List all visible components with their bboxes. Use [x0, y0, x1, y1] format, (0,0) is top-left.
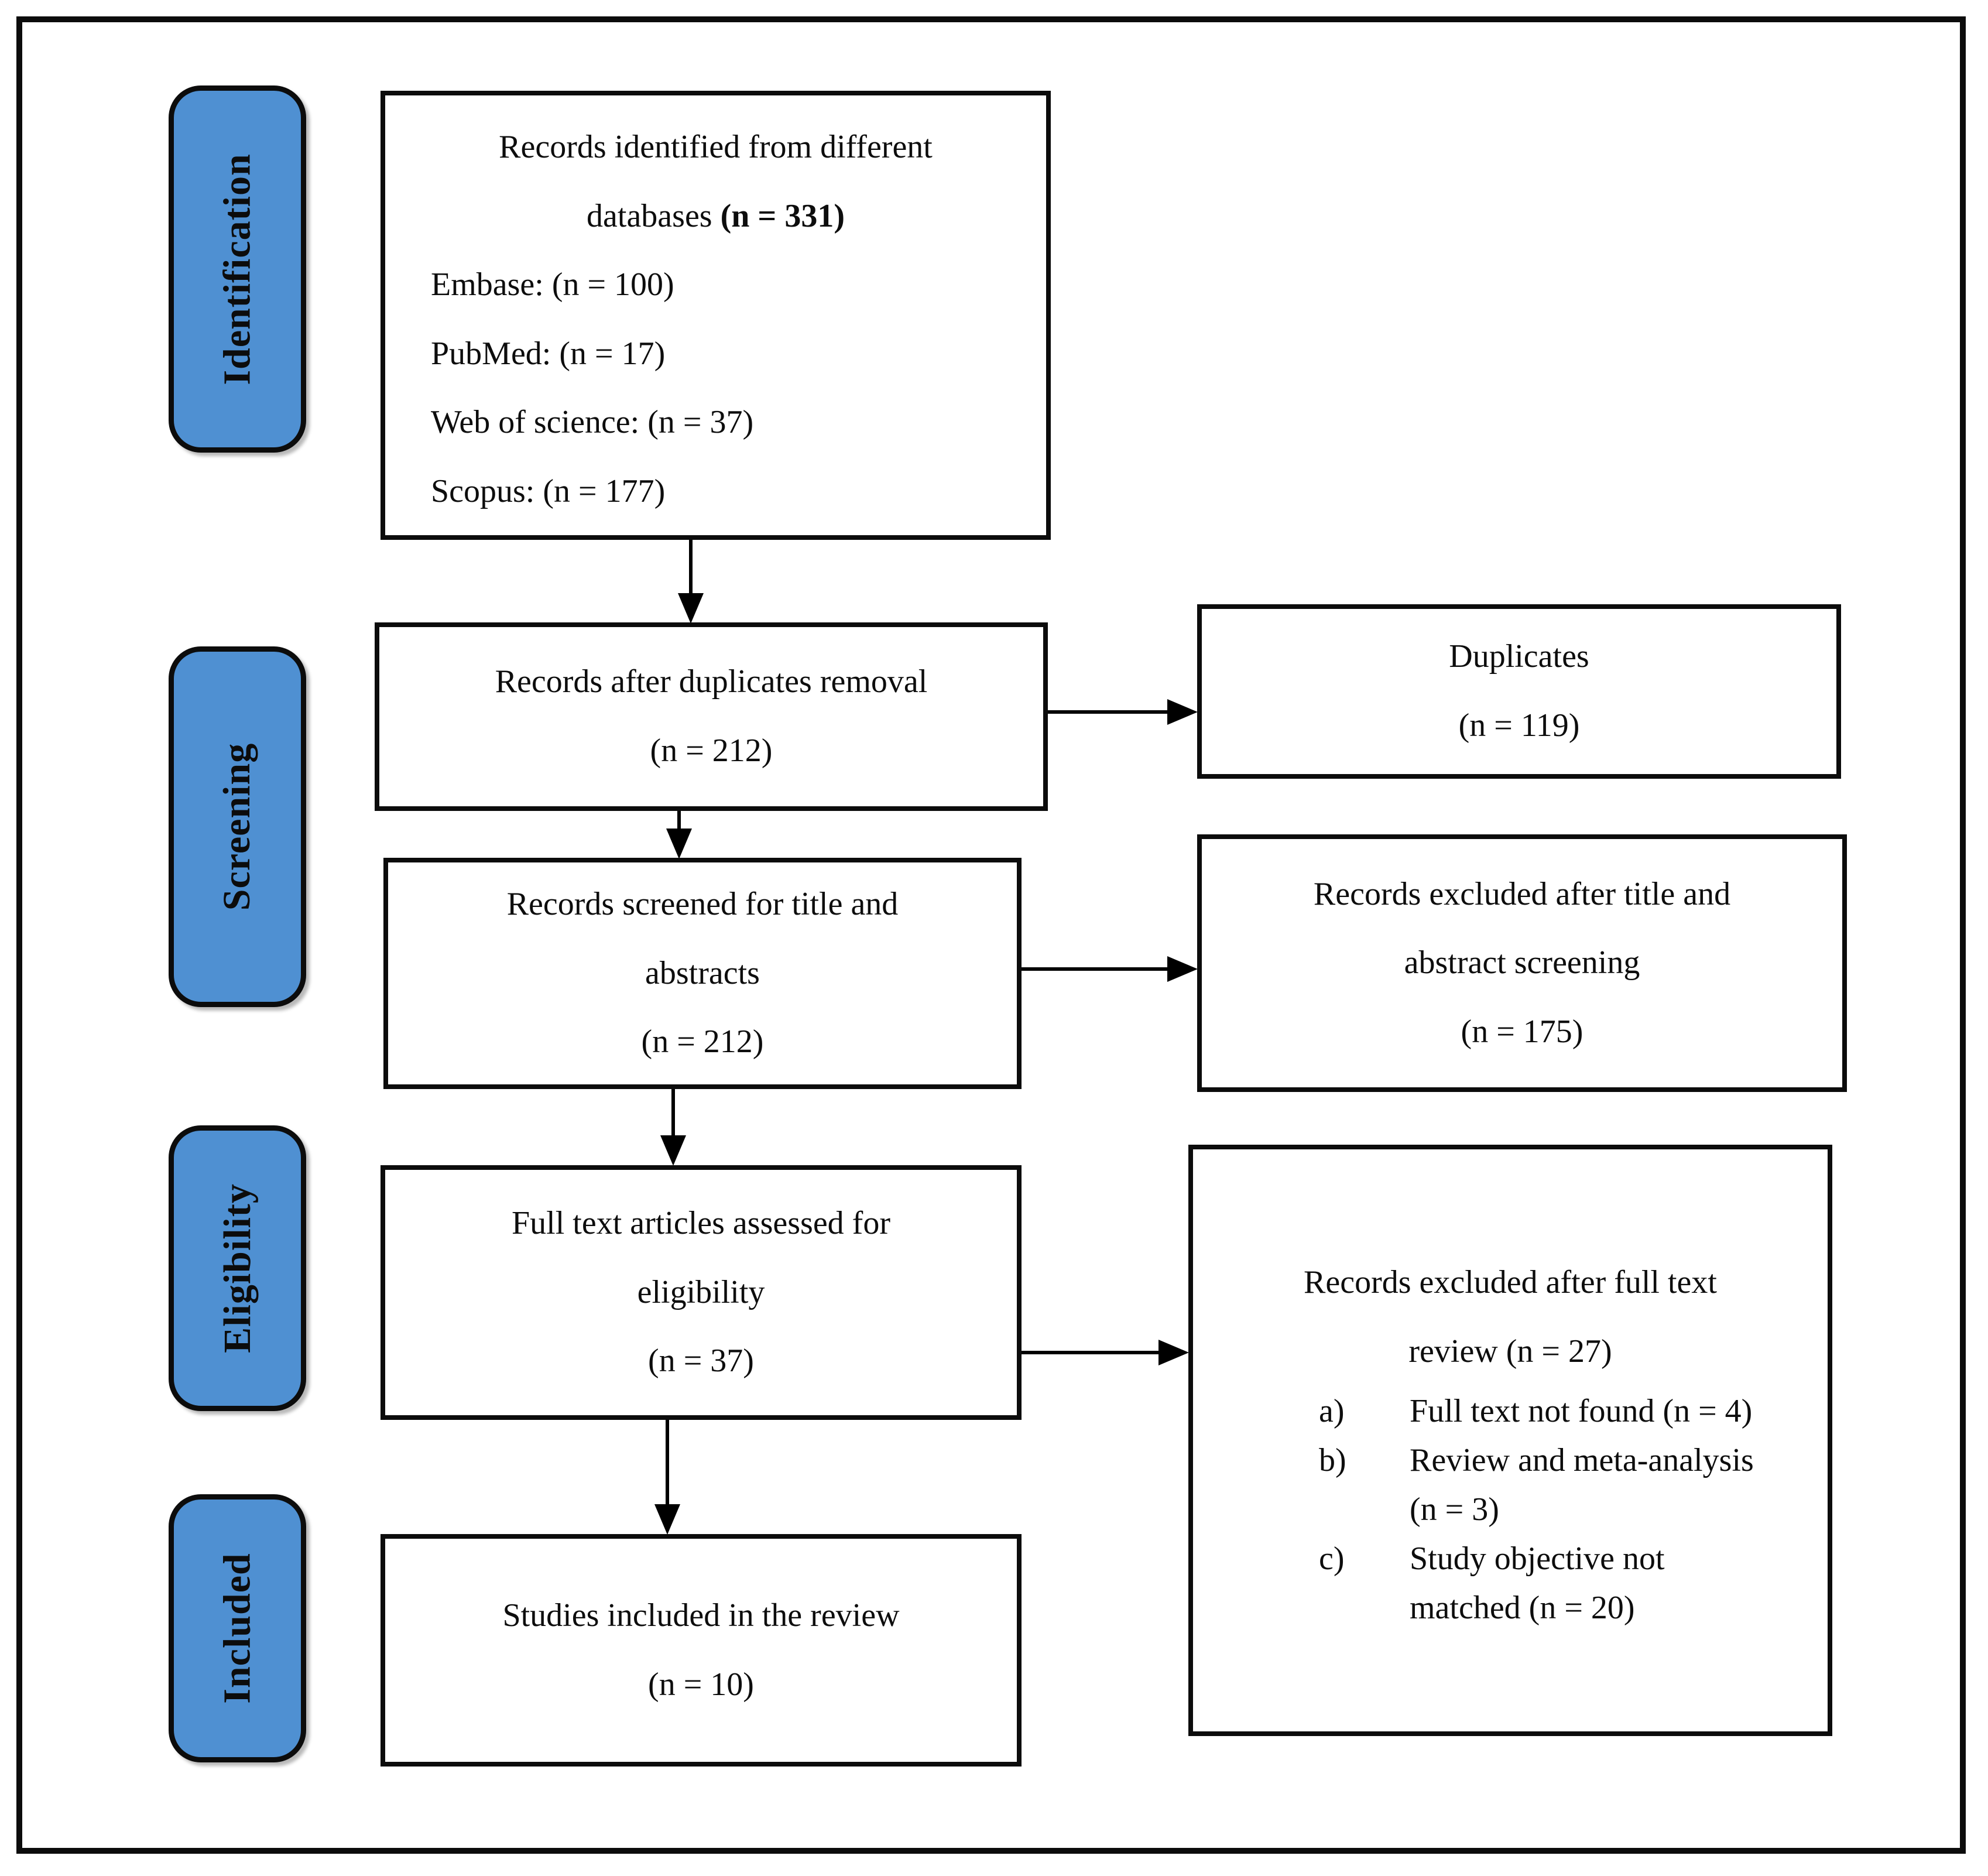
records-screened-line1: Records screened for title and	[506, 886, 899, 923]
arrow-to-duplicates-head	[1167, 699, 1198, 725]
box-full-text-assessed: Full text articles assessed for eligibil…	[381, 1165, 1022, 1420]
records-identified-line1: Records identified from different	[499, 129, 933, 165]
arrow-to-excluded-title-head	[1167, 956, 1198, 982]
arrow-to-excluded-title-shaft	[1022, 967, 1169, 971]
arrow-to-duplicates-shaft	[1048, 710, 1169, 714]
arrow-full-text-to-included-shaft	[666, 1420, 669, 1506]
excluded-title-count: (n = 175)	[1461, 1013, 1583, 1050]
records-identified-line2-count: (n = 331)	[720, 197, 845, 234]
box-studies-included: Studies included in the review (n = 10)	[381, 1534, 1022, 1767]
records-screened-count: (n = 212)	[641, 1023, 764, 1060]
stage-label-included-text: Included	[215, 1553, 259, 1704]
arrow-after-duplicates-to-screened-shaft	[677, 811, 681, 830]
full-text-assessed-line2: eligibility	[637, 1274, 765, 1310]
excluded-title-line1: Records excluded after title and	[1313, 875, 1731, 912]
source-pubmed: PubMed: (n = 17)	[431, 335, 666, 372]
stage-label-included: Included	[169, 1494, 306, 1762]
reason-b-marker: b)	[1319, 1442, 1346, 1478]
stage-label-screening: Screening	[169, 646, 306, 1007]
source-scopus: Scopus: (n = 177)	[431, 473, 666, 509]
full-text-assessed-count: (n = 37)	[648, 1343, 754, 1379]
reason-c-text-line2: matched (n = 20)	[1410, 1589, 1635, 1626]
duplicates-count: (n = 119)	[1458, 707, 1580, 744]
box-records-screened: Records screened for title and abstracts…	[383, 858, 1022, 1089]
box-excluded-title-abstract: Records excluded after title and abstrac…	[1197, 834, 1847, 1092]
studies-included-line1: Studies included in the review	[502, 1597, 900, 1634]
excluded-full-line2: review (n = 27)	[1408, 1333, 1612, 1370]
arrow-to-excluded-full-text-shaft	[1022, 1351, 1160, 1354]
studies-included-count: (n = 10)	[648, 1666, 754, 1703]
box-after-duplicates: Records after duplicates removal (n = 21…	[375, 622, 1048, 811]
source-web-of-science: Web of science: (n = 37)	[431, 404, 754, 441]
reason-a-text: Full text not found (n = 4)	[1410, 1392, 1753, 1429]
exclusion-reason-a: a) Full text not found (n = 4)	[1216, 1387, 1804, 1436]
arrow-full-text-to-included-head	[654, 1504, 680, 1535]
records-identified-line2-prefix: databases	[587, 197, 721, 234]
box-duplicates: Duplicates (n = 119)	[1197, 604, 1841, 779]
reason-b-text-line1: Review and meta-analysis	[1410, 1442, 1754, 1478]
excluded-title-line2: abstract screening	[1404, 944, 1640, 981]
reason-c-marker: c)	[1319, 1540, 1345, 1577]
reason-a-marker: a)	[1319, 1392, 1345, 1429]
reason-b-text-line2: (n = 3)	[1410, 1491, 1499, 1528]
stage-label-eligibility: Eligibility	[169, 1125, 306, 1411]
arrow-identified-to-after-duplicates-head	[678, 593, 704, 624]
source-embase: Embase: (n = 100)	[431, 266, 674, 303]
arrow-screened-to-full-text-head	[660, 1135, 686, 1166]
arrow-identified-to-after-duplicates-shaft	[689, 540, 693, 595]
arrow-screened-to-full-text-shaft	[671, 1089, 675, 1137]
duplicates-line1: Duplicates	[1449, 638, 1589, 675]
stage-label-identification-text: Identification	[215, 153, 259, 385]
box-excluded-full-text: Records excluded after full text review …	[1188, 1145, 1832, 1736]
after-duplicates-line1: Records after duplicates removal	[495, 663, 928, 700]
records-screened-line2: abstracts	[645, 954, 760, 991]
stage-label-eligibility-text: Eligibility	[215, 1183, 259, 1353]
full-text-assessed-line1: Full text articles assessed for	[512, 1205, 890, 1242]
exclusion-reason-b: b) Review and meta-analysis (n = 3)	[1216, 1436, 1804, 1534]
arrow-to-excluded-full-text-head	[1158, 1340, 1189, 1365]
box-records-identified: Records identified from different databa…	[381, 91, 1051, 540]
stage-label-identification: Identification	[169, 85, 306, 453]
exclusion-reason-c: c) Study objective not matched (n = 20)	[1216, 1534, 1804, 1632]
after-duplicates-count: (n = 212)	[650, 732, 773, 769]
excluded-full-line1: Records excluded after full text	[1304, 1264, 1717, 1301]
stage-label-screening-text: Screening	[215, 742, 259, 911]
records-identified-line2: databases (n = 331)	[385, 182, 1046, 251]
reason-c-text-line1: Study objective not	[1410, 1540, 1665, 1577]
arrow-after-duplicates-to-screened-head	[666, 829, 692, 859]
